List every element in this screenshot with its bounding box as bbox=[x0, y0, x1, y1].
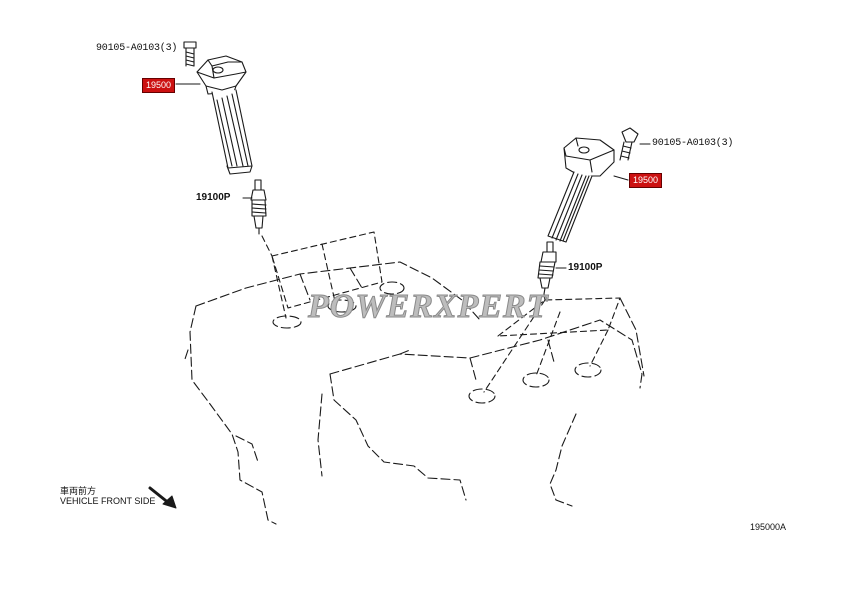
plug-left-part-number: 19100P bbox=[196, 192, 231, 203]
spark-plug-left-icon bbox=[242, 179, 267, 235]
figure-number: 195000A bbox=[750, 522, 787, 532]
vehicle-front-label: VEHICLE FRONT SIDE bbox=[60, 496, 156, 506]
vehicle-front-label-cjk: 車両前方 bbox=[60, 487, 97, 497]
bolt-right-part-number: 90105-A0103(3) bbox=[652, 138, 734, 149]
ignition-coil-right-icon bbox=[547, 137, 629, 243]
ignition-coil-left-icon bbox=[175, 55, 253, 175]
coil-right-part-tag[interactable]: 19500 bbox=[629, 173, 663, 188]
bolt-left-icon bbox=[183, 41, 197, 67]
bolt-right-icon bbox=[619, 127, 651, 161]
watermark: POWERXPERT bbox=[307, 288, 549, 326]
spark-plug-right-icon bbox=[537, 241, 567, 295]
plug-right-part-number: 19100P bbox=[568, 262, 603, 273]
vehicle-front-arrow-icon bbox=[148, 486, 177, 509]
engine-outline bbox=[183, 261, 645, 525]
coil-left-part-tag[interactable]: 19500 bbox=[142, 78, 176, 93]
bolt-left-part-number: 90105-A0103(3) bbox=[96, 43, 178, 54]
